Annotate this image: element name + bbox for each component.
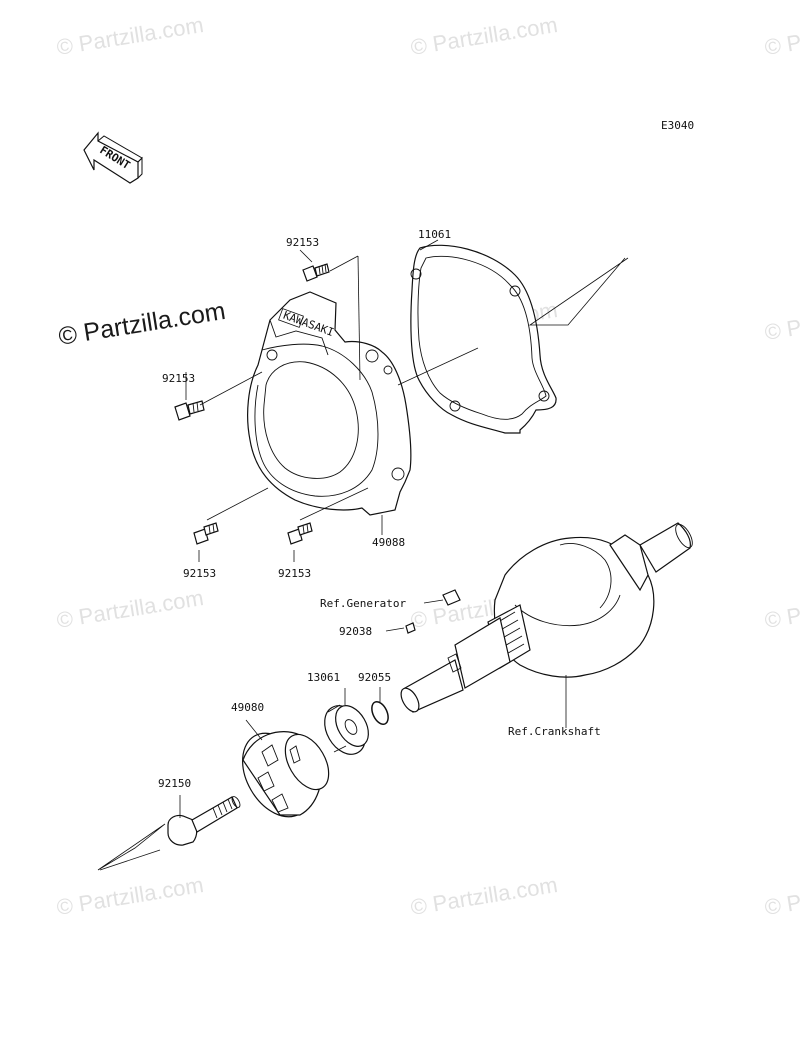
pin-92038 xyxy=(405,622,416,634)
watermark: © Partzilla.com xyxy=(763,12,800,60)
label-92153-bottom-mid: 92153 xyxy=(278,567,311,580)
gasket-11061 xyxy=(410,244,557,434)
label-92055: 92055 xyxy=(358,671,391,684)
bolt-92153-left xyxy=(174,400,205,421)
label-92153-top: 92153 xyxy=(286,236,319,249)
watermark: © Partzilla.com xyxy=(55,12,205,60)
leader-lines xyxy=(179,239,567,818)
label-49088: 49088 xyxy=(372,536,405,549)
diagram-code: E3040 xyxy=(661,119,694,132)
front-arrow-icon: FRONT xyxy=(83,131,143,184)
key-ref-generator xyxy=(442,589,461,606)
bolt-92150 xyxy=(167,796,241,846)
watermark: © Partzilla.com xyxy=(409,872,559,920)
watermark: © Partzilla.com xyxy=(763,297,800,345)
bolt-92153-bottom-left xyxy=(193,522,219,545)
axis-lines xyxy=(97,257,629,871)
watermark: © Partzilla.com xyxy=(763,585,800,633)
label-92153-bottom-left: 92153 xyxy=(183,567,216,580)
watermark: © Partzilla.com xyxy=(55,585,205,633)
label-ref-crankshaft: Ref.Crankshaft xyxy=(508,725,601,738)
label-92150: 92150 xyxy=(158,777,191,790)
cover-49088: KAWASAKI xyxy=(247,291,412,516)
o-ring-92055 xyxy=(371,700,389,726)
bolt-92153-bottom-mid xyxy=(287,522,313,545)
watermark: © Partzilla.com xyxy=(409,12,559,60)
watermark: © Partzilla.com xyxy=(763,872,800,920)
label-92153-left: 92153 xyxy=(162,372,195,385)
label-92038: 92038 xyxy=(339,625,372,638)
label-ref-generator: Ref.Generator xyxy=(320,597,406,610)
label-11061: 11061 xyxy=(418,228,451,241)
bolt-92153-top xyxy=(302,263,330,282)
watermark-main: © Partzilla.com xyxy=(57,297,228,351)
label-13061: 13061 xyxy=(307,671,340,684)
part-labels: 92153 11061 92153 49088 92153 92153 Ref.… xyxy=(158,228,601,790)
crankshaft xyxy=(400,522,693,713)
label-49080: 49080 xyxy=(231,701,264,714)
collar-13061 xyxy=(324,704,369,755)
pulley-49080 xyxy=(242,731,330,818)
watermark: © Partzilla.com xyxy=(55,872,205,920)
